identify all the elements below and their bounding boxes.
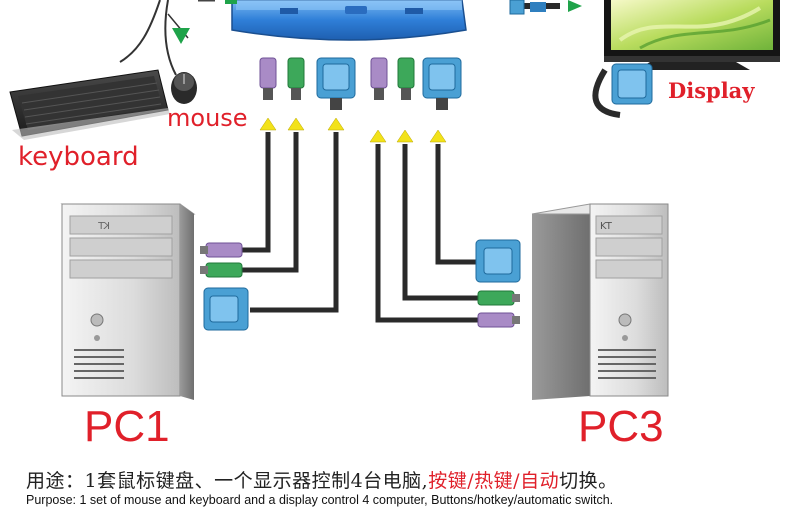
caption-chinese: 用途：1套鼠标键盘、一个显示器控制4台电脑,按键/热键/自动切换。 (26, 466, 618, 493)
caption-cn-auto: 自动 (520, 470, 560, 492)
caption-english: Purpose: 1 set of mouse and keyboard and… (26, 493, 614, 507)
pc3-connector-group (370, 57, 462, 110)
pc1-tower (60, 203, 196, 400)
pc1-tower-brand: KT (97, 221, 110, 232)
caption-cn-prefix: 用途：1套鼠标键盘、一个显示器控制4台电脑, (26, 470, 429, 492)
pc-cables (240, 132, 480, 323)
caption-cn-hotkey: 热键 (474, 470, 514, 492)
caption-cn-suffix: 切换。 (559, 470, 618, 492)
pc1-label: PC1 (84, 402, 170, 451)
green-arrow-mouse (172, 28, 190, 44)
display-label: Display (668, 78, 755, 103)
kvm-connectors (259, 57, 462, 110)
pc1-connector-group (259, 57, 356, 110)
display-cable (509, 0, 653, 118)
pc3-tower-brand: KT (600, 221, 613, 232)
pc3-plugs (475, 239, 521, 328)
pc3-tower (531, 203, 669, 400)
kvm-switch-box (225, 0, 467, 41)
mouse-label: mouse (167, 104, 248, 132)
pc1-plugs (200, 242, 249, 331)
peripheral-cables (119, 0, 215, 76)
pc3-label: PC3 (578, 402, 664, 451)
yellow-arrows (259, 117, 447, 143)
keyboard-label: keyboard (18, 142, 139, 172)
monitor-device (604, 0, 780, 70)
mouse-device (171, 72, 197, 104)
caption-cn-sep2: / (513, 470, 521, 492)
keyboard-device (9, 69, 170, 140)
caption-cn-sep1: / (467, 470, 475, 492)
caption-cn-buttons: 按键 (428, 470, 468, 492)
